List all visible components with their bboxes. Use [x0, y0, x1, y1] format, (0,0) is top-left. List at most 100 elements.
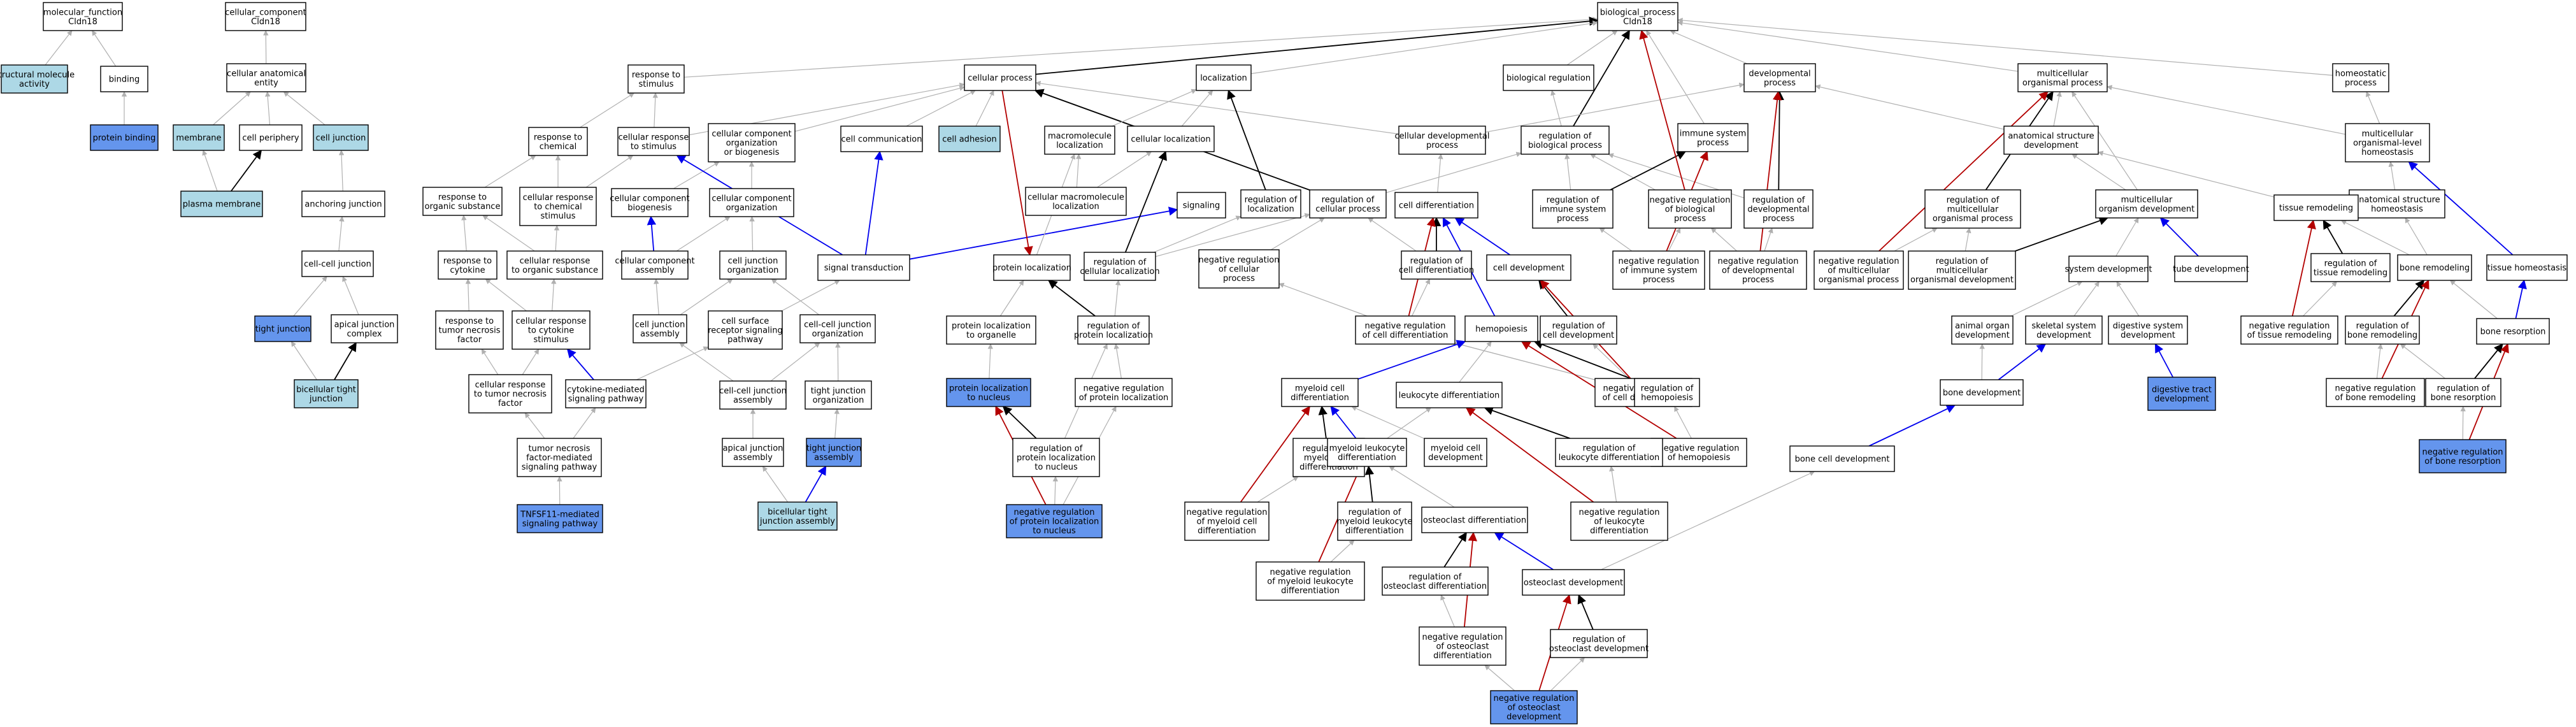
go-term-node-ccj[interactable]: cell-cell junction	[301, 250, 374, 277]
go-term-node-breg[interactable]: biological regulation	[1503, 64, 1594, 91]
go-term-node-tj[interactable]: tight junction	[254, 315, 311, 342]
go-term-node-sysdev[interactable]: system development	[2065, 256, 2152, 282]
go-term-node-bremod[interactable]: bone remodeling	[2397, 254, 2472, 281]
go-term-node-cjunc[interactable]: cell junction	[313, 124, 369, 151]
go-term-node-membrane[interactable]: membrane	[173, 124, 225, 151]
go-term-node-hemo[interactable]: hemopoiesis	[1464, 315, 1538, 342]
go-term-node-st[interactable]: signal transduction	[817, 254, 910, 281]
go-term-node-thomeo[interactable]: tissue homeostasis	[2486, 254, 2568, 281]
go-term-node-pm[interactable]: plasma membrane	[180, 191, 263, 217]
go-term-node-loc[interactable]: localization	[1196, 64, 1252, 91]
go-term-node-cadh[interactable]: cell adhesion	[938, 126, 1001, 152]
go-term-node-pb[interactable]: protein binding	[90, 124, 159, 151]
go-term-node-anchj[interactable]: anchoring junction	[301, 191, 385, 217]
go-term-node-odev[interactable]: osteoclast development	[1522, 569, 1625, 596]
go-term-node-odiff[interactable]: osteoclast differentiation	[1421, 507, 1528, 533]
go-term-node-ldiff[interactable]: leukocyte differentiation	[1396, 382, 1503, 408]
go-term-node-cperiph[interactable]: cell periphery	[239, 124, 303, 151]
go-term-node-cdev[interactable]: cell development	[1486, 254, 1571, 281]
go-term-node-cproc[interactable]: cellular process	[964, 64, 1036, 91]
go-term-node-bonedev[interactable]: bone development	[1940, 379, 2024, 406]
go-term-node-tubedev[interactable]: tube development	[2173, 256, 2249, 282]
go-term-node-ccomm[interactable]: cell communication	[840, 126, 923, 152]
go-term-node-bcd[interactable]: bone cell development	[1789, 445, 1895, 472]
go-term-node-cloc[interactable]: cellular localization	[1127, 126, 1215, 152]
go-term-node-binding[interactable]: binding	[100, 66, 148, 92]
